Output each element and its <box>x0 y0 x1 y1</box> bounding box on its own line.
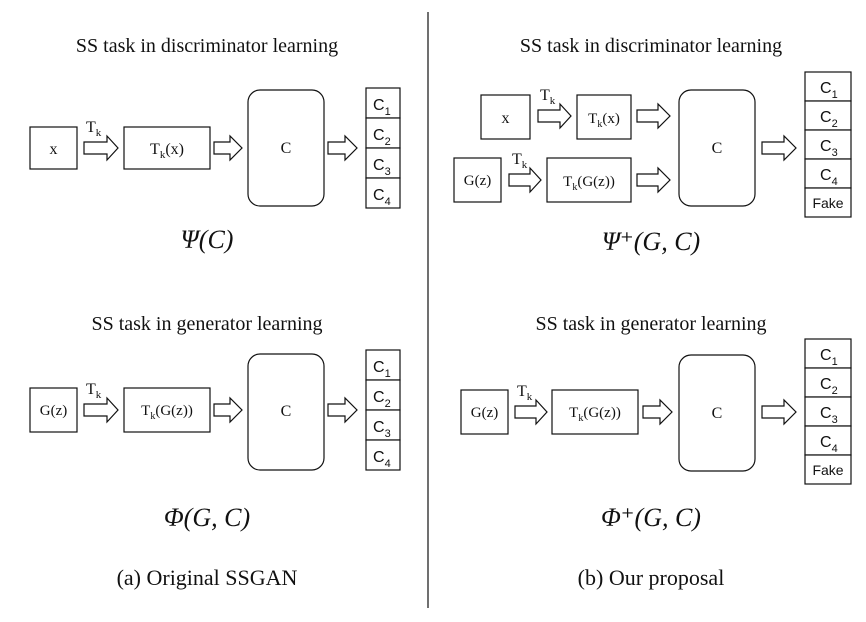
right-gen-gz-box <box>460 389 509 435</box>
left-disc-classifier <box>247 89 325 207</box>
output-cell <box>365 87 401 119</box>
right-disc-gz-label: G(z) <box>464 173 491 189</box>
right-gen-classifier-label: C <box>712 405 723 422</box>
left-panel: SS task in discriminator learning x Tk T… <box>29 35 401 590</box>
right-phi-label: Φ⁺(G, C) <box>601 503 701 532</box>
left-disc-arrow-to-output <box>327 134 358 162</box>
left-disc-tkx-box <box>123 126 211 170</box>
output-class-label: C2 <box>373 389 391 410</box>
left-disc-x-box <box>29 126 78 170</box>
right-caption: (b) Our proposal <box>578 565 725 590</box>
output-class-label: C2 <box>820 109 838 130</box>
right-disc-tk-label-gz: Tk <box>512 151 528 171</box>
right-gen-tkgz-box <box>551 389 639 435</box>
output-class-label: C4 <box>373 449 391 470</box>
output-class-label: C2 <box>373 127 391 148</box>
output-class-label: C4 <box>820 167 838 188</box>
right-disc-tkx-box <box>576 94 632 140</box>
left-disc-title: SS task in discriminator learning <box>76 35 338 57</box>
right-disc-title: SS task in discriminator learning <box>520 35 782 57</box>
left-gen-tkgz-label: Tk(G(z)) <box>141 403 193 422</box>
output-fake-label: Fake <box>812 462 843 478</box>
output-class-label: C4 <box>373 187 391 208</box>
right-gen-tkgz-label: Tk(G(z)) <box>569 405 621 424</box>
right-disc-tk-arrow-gz <box>508 166 542 194</box>
output-cell <box>365 147 401 179</box>
left-psi-label: Ψ(C) <box>181 225 234 254</box>
output-class-label: C1 <box>373 359 391 380</box>
left-gen-title: SS task in generator learning <box>91 313 322 335</box>
output-class-label: C4 <box>820 434 838 455</box>
left-disc-classifier-label: C <box>281 140 292 157</box>
left-disc-x-label: x <box>50 141 58 158</box>
left-gen-gz-label: G(z) <box>40 403 67 419</box>
right-disc-arrow-to-c-gz <box>636 166 671 194</box>
right-disc-classifier <box>678 89 756 207</box>
left-disc-arrow-to-c <box>213 134 243 162</box>
output-cell <box>804 129 852 160</box>
right-disc-tkgz-label: Tk(G(z)) <box>563 174 615 193</box>
left-phi-label: Φ(G, C) <box>164 503 250 532</box>
right-disc-x-label: x <box>502 110 510 127</box>
left-gen-output-column: C1 C2 C3 C4 <box>365 349 401 471</box>
output-cell <box>804 158 852 189</box>
output-cell <box>365 349 401 381</box>
right-gen-tk-arrow <box>514 398 548 426</box>
right-disc-classifier-label: C <box>712 140 723 157</box>
right-disc-arrow-to-output <box>761 134 797 162</box>
right-disc-tkx-label: Tk(x) <box>588 111 620 130</box>
right-gen-arrow-to-c <box>642 398 673 426</box>
right-gen-arrow-to-output <box>761 398 797 426</box>
output-cell <box>804 100 852 131</box>
left-gen-arrow-to-c <box>213 396 243 424</box>
output-class-label: C3 <box>820 138 838 159</box>
output-class-label: C3 <box>820 405 838 426</box>
output-class-label: C1 <box>820 347 838 368</box>
left-disc-tk-arrow <box>83 134 119 162</box>
output-class-label: C3 <box>373 157 391 178</box>
output-class-label: C1 <box>820 80 838 101</box>
right-panel: SS task in discriminator learning x Tk T… <box>453 35 852 590</box>
left-disc-tkx-label: Tk(x) <box>150 141 184 161</box>
output-class-label: C1 <box>373 97 391 118</box>
left-disc-output-column: C1 C2 C3 C4 <box>365 87 401 209</box>
output-cell-fake <box>804 454 852 485</box>
right-psi-label: Ψ⁺(G, C) <box>602 227 700 256</box>
right-disc-tkgz-box <box>546 157 632 203</box>
right-gen-tk-label: Tk <box>517 383 533 403</box>
output-cell <box>365 409 401 441</box>
right-gen-gz-label: G(z) <box>471 405 498 421</box>
output-class-label: C3 <box>373 419 391 440</box>
right-disc-output-column: C1 C2 C3 C4 Fake <box>804 71 852 218</box>
left-gen-arrow-to-output <box>327 396 358 424</box>
right-gen-output-column: C1 C2 C3 C4 Fake <box>804 338 852 485</box>
right-disc-tk-arrow-x <box>537 102 572 130</box>
output-cell <box>804 338 852 369</box>
output-cell <box>365 117 401 149</box>
left-caption: (a) Original SSGAN <box>117 565 298 590</box>
right-gen-title: SS task in generator learning <box>535 313 766 335</box>
right-disc-tk-label-x: Tk <box>540 87 556 107</box>
right-gen-classifier <box>678 354 756 472</box>
output-cell <box>365 177 401 209</box>
left-disc-tk-label: Tk <box>86 119 102 139</box>
right-disc-gz-box <box>453 157 502 203</box>
output-cell <box>365 439 401 471</box>
left-gen-tk-label: Tk <box>86 381 102 401</box>
left-gen-tkgz-box <box>123 387 211 433</box>
left-gen-gz-box <box>29 387 78 433</box>
left-gen-classifier <box>247 353 325 471</box>
left-gen-classifier-label: C <box>281 403 292 420</box>
output-cell-fake <box>804 187 852 218</box>
output-class-label: C2 <box>820 376 838 397</box>
right-disc-x-box <box>480 94 531 140</box>
right-disc-arrow-to-c-x <box>636 102 671 130</box>
output-fake-label: Fake <box>812 195 843 211</box>
left-gen-tk-arrow <box>83 396 119 424</box>
